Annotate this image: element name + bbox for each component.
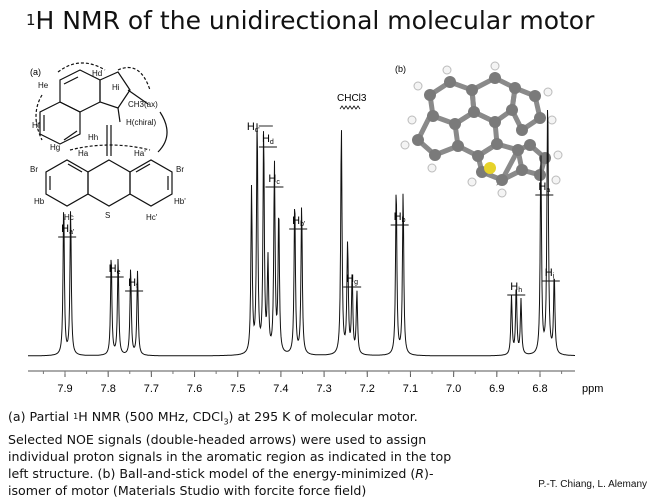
chemical-structure [35,62,173,207]
x-tick-label: 7.7 [144,383,159,395]
ball-and-stick-model [400,61,563,198]
label-hb-prime: Hb' [174,197,186,206]
ring-five [99,71,131,109]
label-br-left: Br [30,165,38,174]
peak-label: Hf [128,277,138,290]
label-hh: Hh [88,133,98,142]
peak-label: Hh [510,281,522,294]
peak-label: Hc [268,173,280,186]
ring-center [87,159,131,207]
ring-upper-2 [39,101,81,145]
noe-arrow-5 [69,144,151,151]
x-axis-ticks: 7.9 7.8 7.7 7.6 7.5 7.4 7.3 7.2 7.1 7.0 6.9 6.8 [42,371,563,395]
credit-text: P.-T. Chiang, L. Alemany [538,479,647,490]
x-tick-label: 7.1 [403,383,418,395]
label-ch3-ax: CH3(ax) [128,100,158,109]
label-hd: Hd [92,69,102,78]
x-tick-label: 7.2 [360,383,375,395]
x-tick-label: 7.0 [446,383,461,395]
label-sulfur: S [105,211,110,220]
peak-label: He [109,263,121,276]
figure-caption: (a) Partial 1H NMR (500 MHz, CDCl3) at 2… [8,409,452,498]
x-tick-label: 7.3 [316,383,331,395]
ring-right [129,159,173,207]
label-hf: Hf [32,121,41,130]
peak-label: Hb' [292,215,305,228]
label-hc: Hc [64,213,74,222]
ring-left [45,159,89,207]
x-axis-unit: ppm [582,383,603,395]
x-tick-label: 7.4 [273,383,288,395]
noe-arrow-1 [35,94,43,141]
panel-b-label: (b) [395,64,406,74]
x-tick-label: 6.9 [489,383,504,395]
label-hg: Hg [50,143,60,152]
solvent-label: CHCl3 [337,93,367,104]
peak-label: Hb [394,211,406,224]
nmr-trace [28,109,575,357]
x-tick-label: 6.8 [532,383,547,395]
label-ha: Ha [78,149,89,158]
noe-arrow-4 [157,111,168,153]
peak-label: Hi [545,267,555,280]
x-tick-label: 7.9 [57,383,72,395]
x-tick-label: 7.8 [101,383,116,395]
page-title: 1H NMR of the unidirectional molecular m… [26,6,595,35]
peak-label: Ha [538,181,550,194]
label-he: He [38,81,49,90]
label-ha-prime: Ha' [134,149,146,158]
label-hc-prime: Hc' [146,213,158,222]
panel-a-label: (a) [30,67,41,77]
label-hb: Hb [34,197,45,206]
nmr-figure: (a) (b) CH3(ax) H(chiral) Br Br [28,61,603,395]
label-h-chiral: H(chiral) [126,118,157,127]
x-tick-label: 7.6 [187,383,202,395]
x-tick-label: 7.5 [230,383,245,395]
axis-break-icon [339,105,361,110]
peak-label: Hc' [247,121,260,134]
label-hi: Hi [112,83,120,92]
label-br-right: Br [176,165,184,174]
peak-label: Hd [262,133,274,146]
peak-label: Hg [346,273,358,286]
noe-arrow-2 [57,62,106,73]
peak-label: Ha' [61,223,74,236]
